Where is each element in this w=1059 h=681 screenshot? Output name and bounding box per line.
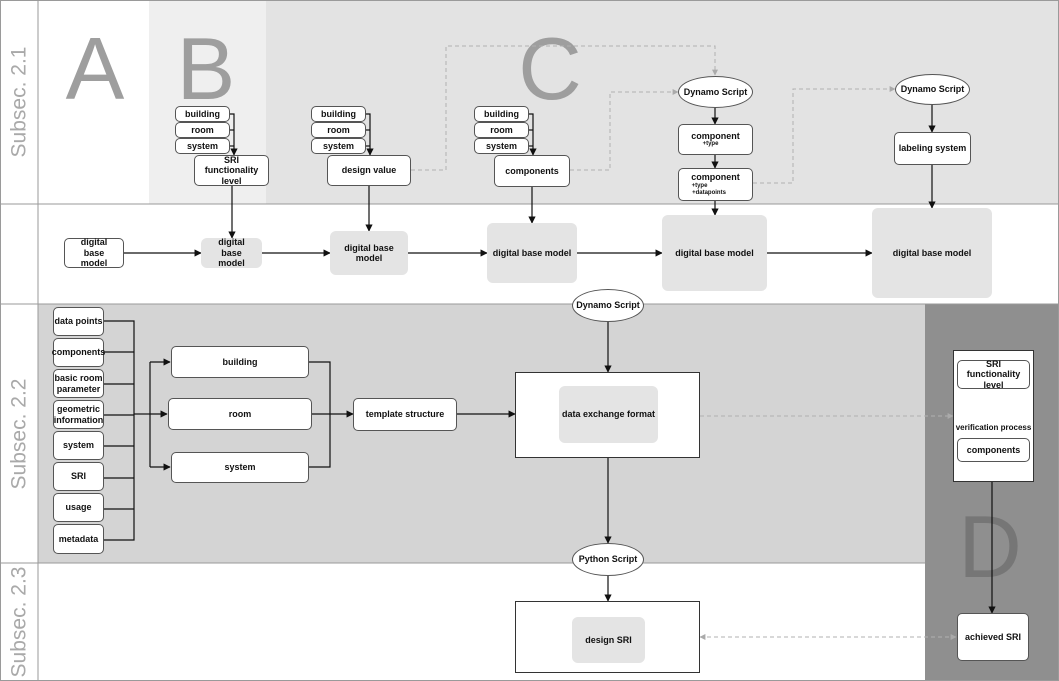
phase-letter-d: D xyxy=(958,497,1022,596)
node-design-value: design value xyxy=(327,155,411,186)
node-d-sri-functionality-level: SRI functionality level xyxy=(957,359,1030,390)
label-verification-process: verification process xyxy=(955,423,1032,433)
node-c1-system: system xyxy=(311,138,366,154)
node-b-building: building xyxy=(175,106,230,122)
node-python-script: Python Script xyxy=(572,543,644,576)
node-dynamo-script-1: Dynamo Script xyxy=(678,76,753,108)
input-basic-room-parameter: basic room parameter xyxy=(53,369,104,398)
node-achieved-sri: achieved SRI xyxy=(957,613,1029,661)
component-type-sub: +type xyxy=(702,141,719,148)
node-c1-building: building xyxy=(311,106,366,122)
node-digital-base-model-6: digital base model xyxy=(872,208,992,298)
node-data-exchange-format: data exchange format xyxy=(559,386,658,443)
component-label: component xyxy=(691,130,740,141)
node-template-structure: template structure xyxy=(353,398,457,431)
node-c2-system: system xyxy=(474,138,529,154)
node-dynamo-script-2: Dynamo Script xyxy=(895,74,970,105)
input-geometric-information: geometric information xyxy=(53,400,104,429)
node-component-type: component +type xyxy=(678,124,753,155)
node-digital-base-model-3: digital base model xyxy=(330,231,408,275)
node-digital-base-model-5: digital base model xyxy=(662,215,767,291)
node-d-components: components xyxy=(957,438,1030,462)
component-dp-label: component xyxy=(691,172,740,183)
component-dp-sub-type: +type xyxy=(691,182,708,189)
node-labeling-system: labeling system xyxy=(894,132,971,165)
input-data-points: data points xyxy=(53,307,104,336)
node-digital-base-model-1: digital base model xyxy=(64,237,124,268)
node-b-system: system xyxy=(175,138,230,154)
input-components: components xyxy=(52,338,105,367)
template-room: room xyxy=(168,398,312,430)
node-digital-base-model-4: digital base model xyxy=(487,223,577,283)
template-system: system xyxy=(171,452,309,483)
component-dp-sub-datapoints: +datapoints xyxy=(692,189,726,196)
node-components: components xyxy=(494,155,570,187)
node-c2-building: building xyxy=(474,106,529,122)
phase-letter-b: B xyxy=(176,19,236,118)
node-digital-base-model-2: digital base model xyxy=(201,237,262,268)
input-sri: SRI xyxy=(53,462,104,491)
input-system: system xyxy=(53,431,104,460)
node-c1-room: room xyxy=(311,122,366,138)
phase-letter-c: C xyxy=(518,19,582,118)
node-component-type-datapoints: component +type +datapoints xyxy=(678,168,753,201)
template-building: building xyxy=(171,346,309,378)
phase-letter-a: A xyxy=(65,19,125,118)
node-dynamo-script-3: Dynamo Script xyxy=(572,289,644,322)
input-metadata: metadata xyxy=(53,524,104,554)
input-usage: usage xyxy=(53,493,104,522)
node-b-room: room xyxy=(175,122,230,138)
node-sri-functionality-level: SRI functionality level xyxy=(194,155,269,186)
node-design-sri: design SRI xyxy=(572,617,645,663)
node-c2-room: room xyxy=(474,122,529,138)
